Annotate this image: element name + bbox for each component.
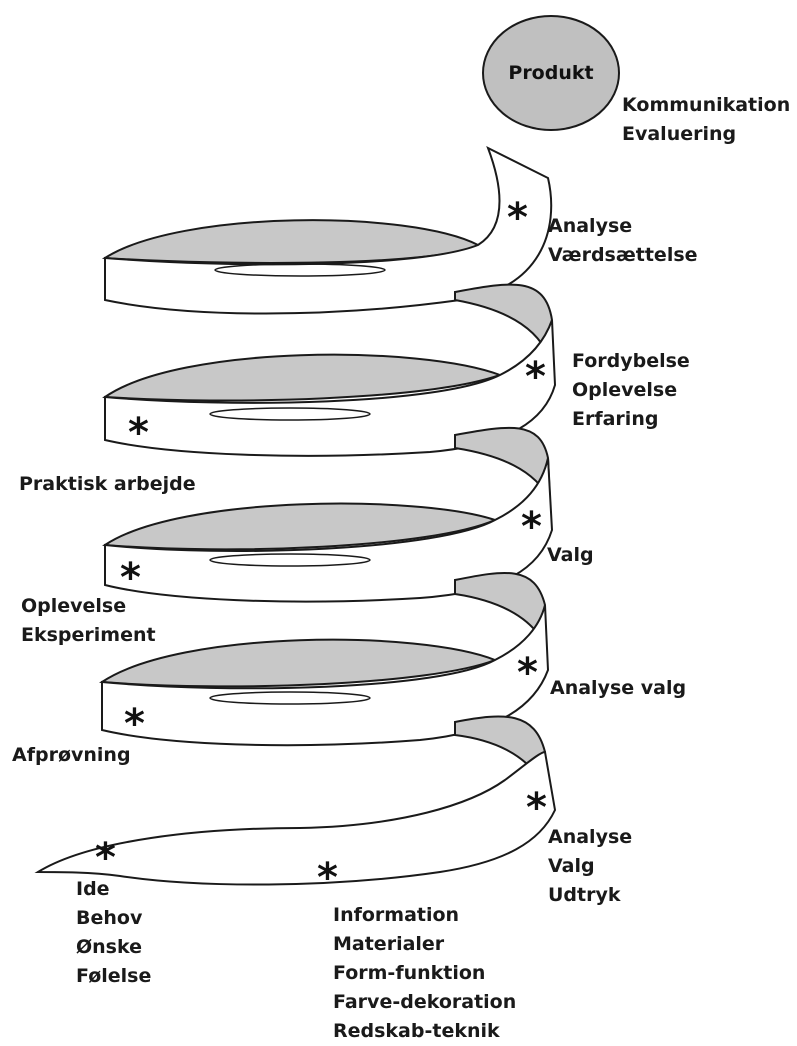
label-praktisk-arbejde: Praktisk arbejde bbox=[19, 470, 196, 499]
label-line: Udtryk bbox=[548, 881, 632, 910]
star-marker: * bbox=[521, 507, 542, 547]
label-line: Oplevelse bbox=[21, 592, 156, 621]
label-valg: Valg bbox=[547, 541, 594, 570]
label-line: Erfaring bbox=[572, 405, 690, 434]
star-marker: * bbox=[124, 704, 145, 744]
label-afproevning: Afprøvning bbox=[12, 741, 131, 770]
label-line: Eksperiment bbox=[21, 621, 156, 650]
product-label: Produkt bbox=[483, 43, 619, 103]
label-analyse-valg: Analyse valg bbox=[550, 674, 686, 703]
label-line: Værdsættelse bbox=[548, 241, 698, 270]
label-line: Farve-dekoration bbox=[333, 988, 516, 1017]
label-line: Information bbox=[333, 901, 516, 930]
label-line: Analyse bbox=[548, 823, 632, 852]
star-marker: * bbox=[525, 357, 546, 397]
star-marker: * bbox=[95, 838, 116, 878]
label-line: Form-funktion bbox=[333, 959, 516, 988]
label-line: Evaluering bbox=[622, 120, 790, 149]
label-line: Ide bbox=[76, 875, 151, 904]
label-analyse-valg-udtryk: Analyse Valg Udtryk bbox=[548, 823, 632, 910]
label-line: Redskab-teknik bbox=[333, 1017, 516, 1046]
label-line: Valg bbox=[547, 541, 594, 570]
label-line: Følelse bbox=[76, 962, 151, 991]
label-fordybelse: Fordybelse Oplevelse Erfaring bbox=[572, 347, 690, 434]
label-information: Information Materialer Form-funktion Far… bbox=[333, 901, 516, 1046]
star-marker: * bbox=[128, 413, 149, 453]
star-marker: * bbox=[517, 653, 538, 693]
label-line: Valg bbox=[548, 852, 632, 881]
label-line: Afprøvning bbox=[12, 741, 131, 770]
label-line: Analyse bbox=[548, 212, 698, 241]
label-line: Fordybelse bbox=[572, 347, 690, 376]
label-line: Praktisk arbejde bbox=[19, 470, 196, 499]
star-marker: * bbox=[526, 788, 547, 828]
label-kommunikation-evaluering: Kommunikation Evaluering bbox=[622, 91, 790, 149]
star-marker: * bbox=[317, 858, 338, 898]
label-line: Oplevelse bbox=[572, 376, 690, 405]
label-line: Analyse valg bbox=[550, 674, 686, 703]
label-analyse-vaerdsaettelse: Analyse Værdsættelse bbox=[548, 212, 698, 270]
label-line: Behov bbox=[76, 904, 151, 933]
label-line: Materialer bbox=[333, 930, 516, 959]
ribbon-back-shade-1 bbox=[455, 285, 552, 355]
label-ide-behov: Ide Behov Ønske Følelse bbox=[76, 875, 151, 991]
star-marker: * bbox=[507, 198, 528, 238]
label-line: Kommunikation bbox=[622, 91, 790, 120]
label-oplevelse-eksperiment: Oplevelse Eksperiment bbox=[21, 592, 156, 650]
label-line: Ønske bbox=[76, 933, 151, 962]
